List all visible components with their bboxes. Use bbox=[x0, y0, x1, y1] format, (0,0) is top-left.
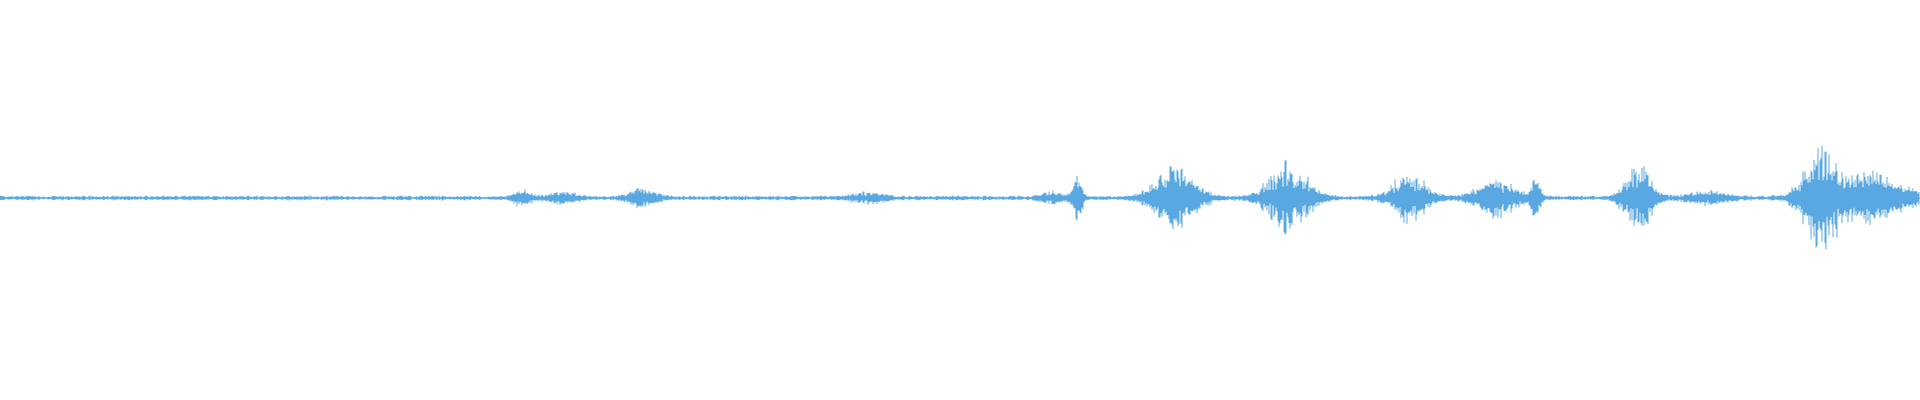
waveform-trace bbox=[0, 145, 1920, 250]
